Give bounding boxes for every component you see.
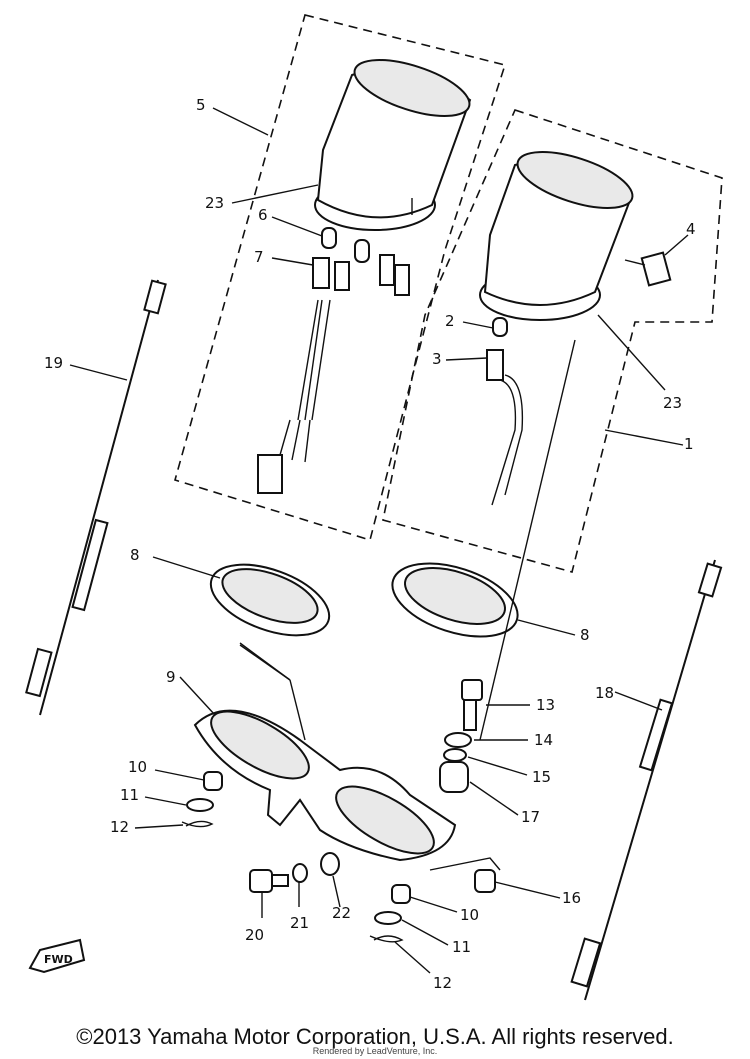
gauge-wiring-harness-1: [486, 317, 524, 506]
part-label: 3: [432, 350, 442, 368]
meter-cable-19: [25, 279, 167, 716]
part-label: 6: [258, 206, 268, 224]
part-label: 11: [452, 938, 471, 956]
part-label: 14: [534, 731, 553, 749]
part-label: 21: [290, 914, 309, 932]
part-label: 10: [460, 906, 479, 924]
gauge-ring-right: [391, 562, 519, 638]
part-label: 23: [663, 394, 682, 412]
part-label: 1: [684, 435, 694, 453]
part-label: 8: [130, 546, 140, 564]
part-label: 15: [532, 768, 551, 786]
clip-12-left: [181, 820, 214, 828]
washer-21: [292, 863, 308, 883]
gauge-wiring-harness-5: [257, 227, 410, 494]
part-label: 8: [580, 626, 590, 644]
grommet-17: [439, 761, 469, 793]
gauge-ring-left: [209, 563, 331, 637]
damper-10-left: [203, 771, 223, 791]
part-label: 5: [196, 96, 206, 114]
copyright-notice: ©2013 Yamaha Motor Corporation, U.S.A. A…: [76, 1024, 674, 1049]
part-label: 12: [433, 974, 452, 992]
part-label: 9: [166, 668, 176, 686]
bolt-13-shank: [463, 699, 477, 731]
bolt-13: [461, 679, 483, 701]
part-label: 4: [686, 220, 696, 238]
svg-text:FWD: FWD: [44, 953, 73, 966]
washer-14: [444, 732, 472, 748]
collar-16: [474, 869, 496, 893]
assembly-1-boundary: [382, 109, 723, 573]
rendered-by-note: Rendered by LeadVenture, Inc.: [312, 1046, 438, 1056]
part-label: 7: [254, 248, 264, 266]
speedometer-gauge: [479, 151, 672, 321]
part-label: 19: [44, 354, 63, 372]
washer-11-right: [374, 911, 402, 925]
part-label: 18: [595, 684, 614, 702]
part-label: 10: [128, 758, 147, 776]
part-label: 2: [445, 312, 455, 330]
leader-lines: [69, 107, 689, 974]
part-label: 13: [536, 696, 555, 714]
damper-10-right: [391, 884, 411, 904]
part-label: 22: [332, 904, 351, 922]
tachometer-gauge: [314, 59, 472, 231]
part-label: 20: [245, 926, 264, 944]
part-label: 17: [521, 808, 540, 826]
part-label: 11: [120, 786, 139, 804]
assembly-5-boundary: [174, 14, 507, 542]
meter-bracket: [193, 709, 457, 862]
part-label: 16: [562, 889, 581, 907]
clip-12-right: [369, 935, 404, 943]
bolt-20-shank: [271, 874, 289, 887]
meter-cable-18: [570, 559, 723, 1001]
forward-direction-badge: FWD: [28, 938, 86, 974]
bolt-20: [249, 869, 273, 893]
part-label: 12: [110, 818, 129, 836]
washer-22: [320, 852, 340, 876]
washer-11-left: [186, 798, 214, 812]
washer-15: [443, 748, 467, 762]
part-label: 23: [205, 194, 224, 212]
